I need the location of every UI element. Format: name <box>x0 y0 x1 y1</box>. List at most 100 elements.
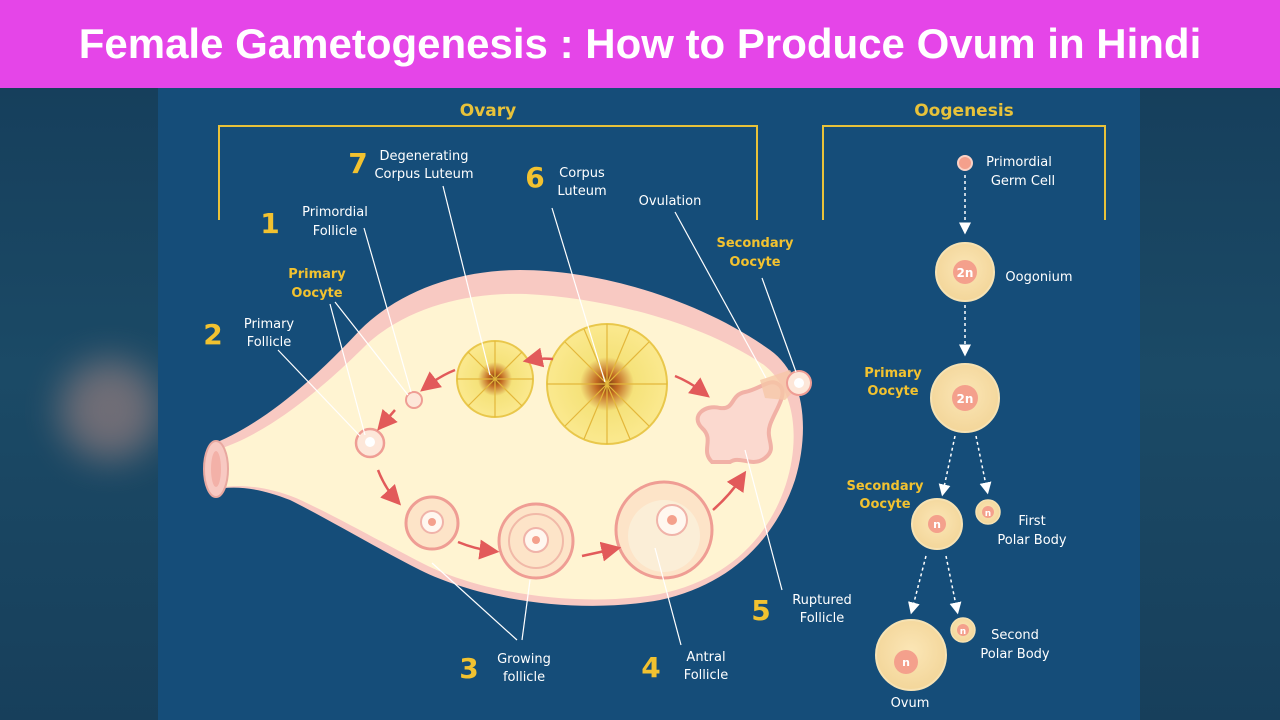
oogonium-nucleus <box>953 260 977 284</box>
primary-oocyte-ploidy: 2n <box>957 392 974 406</box>
cycle-arrow-6 <box>674 374 710 398</box>
ovary-labels: 7 Degenerating Corpus Luteum 6 Corpus Lu… <box>203 147 852 685</box>
primordial-follicle-label-2: Follicle <box>313 224 358 239</box>
leader-growing-2 <box>521 579 531 641</box>
cycle-arrow-8 <box>420 368 456 392</box>
cycle-arrow-5 <box>712 470 747 511</box>
corpus-luteum <box>546 323 668 445</box>
background-left <box>0 88 158 720</box>
ovary-bracket <box>218 125 758 220</box>
antral-follicle-label-2: Follicle <box>684 668 729 683</box>
step-number-1: 1 <box>260 207 279 240</box>
corpus-luteum-folds <box>547 324 667 444</box>
leader-primary-follicle <box>277 349 361 437</box>
ruptured-follicle-label-2: Follicle <box>800 611 845 626</box>
first-polar-body: n <box>975 499 1001 525</box>
leader-degenerating <box>442 185 491 376</box>
secondary-oocyte-cell: n <box>911 498 963 550</box>
leader-lines <box>277 185 797 646</box>
page-title: Female Gametogenesis : How to Produce Ov… <box>78 20 1202 67</box>
growing-follicle-label-1: Growing <box>497 652 551 667</box>
oogenesis-bracket <box>822 125 1106 220</box>
growing-follicle-2-nucleus <box>532 536 540 544</box>
background-blur <box>60 360 160 460</box>
oogonium-cell: 2n <box>935 242 995 302</box>
leader-growing-1 <box>431 562 518 641</box>
background-right <box>1140 88 1280 720</box>
corpus-label-2: Luteum <box>557 184 606 199</box>
growing-follicle-2-ring <box>508 513 564 569</box>
leader-primordial <box>363 227 412 393</box>
cycle-arrow-1 <box>377 409 398 431</box>
leader-corpus <box>551 207 606 383</box>
primary-follicle-label-1: Primary <box>244 317 295 332</box>
first-polar-body-nucleus <box>982 506 994 518</box>
germ-cell-label-2: Germ Cell <box>991 174 1055 189</box>
step-number-7: 7 <box>348 147 367 180</box>
cycle-arrows <box>376 347 747 562</box>
first-polar-body-ploidy: n <box>985 509 991 519</box>
second-polar-body-nucleus <box>957 624 969 636</box>
ovum-cell: n <box>875 619 947 691</box>
oogonium-ploidy: 2n <box>957 266 974 280</box>
oogonium-label: Oogonium <box>1005 270 1072 285</box>
second-polar-body: n <box>950 617 976 643</box>
ruptured-follicle-label-1: Ruptured <box>792 593 852 608</box>
released-oocyte <box>786 370 812 396</box>
oogenesis-heading: Oogenesis <box>914 101 1014 121</box>
growing-follicle-2 <box>497 502 575 580</box>
primary-follicle-label-2: Follicle <box>247 335 292 350</box>
ovary-heading: Ovary <box>460 101 516 121</box>
secondary-oocyte-label-1: Secondary <box>846 479 924 494</box>
growing-follicle-1-nucleus <box>428 518 436 526</box>
antral-follicle-label-1: Antral <box>686 650 725 665</box>
degenerating-label-1: Degenerating <box>379 149 468 164</box>
leader-ruptured <box>744 449 783 591</box>
ovum-nucleus <box>894 650 918 674</box>
diagram-panel: Ovary Oogenesis <box>158 88 1140 720</box>
secondary-oocyte-ploidy: n <box>933 518 941 531</box>
first-polar-body-label-2: Polar Body <box>997 533 1067 548</box>
step-number-2: 2 <box>203 318 222 351</box>
primary-oocyte-label-1: Primary <box>864 366 922 381</box>
primary-oocyte-nucleus <box>952 385 978 411</box>
secondary-oocyte-nucleus <box>928 515 946 533</box>
step-number-6: 6 <box>525 161 544 194</box>
leader-ovulation <box>674 211 767 379</box>
primary-oocyte-label-2: Oocyte <box>291 286 342 301</box>
secondary-oocyte-label-2: Oocyte <box>859 497 910 512</box>
leader-primary-oocyte-2 <box>334 301 409 396</box>
leader-primary-oocyte-1 <box>329 303 366 436</box>
step-number-4: 4 <box>641 651 660 684</box>
degenerating-label-2: Corpus Luteum <box>374 167 473 182</box>
primary-follicle <box>354 427 386 459</box>
cycle-arrow-2 <box>376 469 402 506</box>
ovum-label: Ovum <box>891 696 930 711</box>
primary-oocyte-label-1: Primary <box>288 267 346 282</box>
primordial-follicle-label-1: Primordial <box>302 205 368 220</box>
step-number-3: 3 <box>459 652 478 685</box>
released-oocyte-nucleus <box>794 378 804 388</box>
growing-follicle-1 <box>404 495 460 551</box>
secondary-oocyte-label-2: Oocyte <box>729 255 780 270</box>
leader-secondary <box>761 277 797 373</box>
primary-oocyte-cell: 2n <box>930 363 1000 433</box>
degenerating-corpus-luteum-folds <box>457 341 533 417</box>
oogenesis-flow: Primordial Germ Cell 2n Oogonium 2n Prim… <box>846 155 1073 711</box>
cycle-arrow-4 <box>581 541 622 562</box>
second-polar-body-label-1: Second <box>991 628 1039 643</box>
antral-follicle <box>614 480 714 580</box>
step-number-5: 5 <box>751 594 770 627</box>
second-polar-body-ploidy: n <box>960 627 966 637</box>
cycle-arrow-7 <box>522 347 554 368</box>
title-bar: Female Gametogenesis : How to Produce Ov… <box>0 0 1280 88</box>
secondary-oocyte-label-1: Secondary <box>716 236 794 251</box>
first-polar-body-label-1: First <box>1018 514 1045 529</box>
primary-oocyte-label-2: Oocyte <box>867 384 918 399</box>
cycle-arrow-3 <box>457 539 500 560</box>
germ-cell-label-1: Primordial <box>986 155 1052 170</box>
degenerating-corpus-luteum <box>456 340 534 418</box>
ovum-ploidy: n <box>902 656 910 669</box>
primordial-germ-cell <box>957 155 973 171</box>
second-polar-body-label-2: Polar Body <box>980 647 1050 662</box>
